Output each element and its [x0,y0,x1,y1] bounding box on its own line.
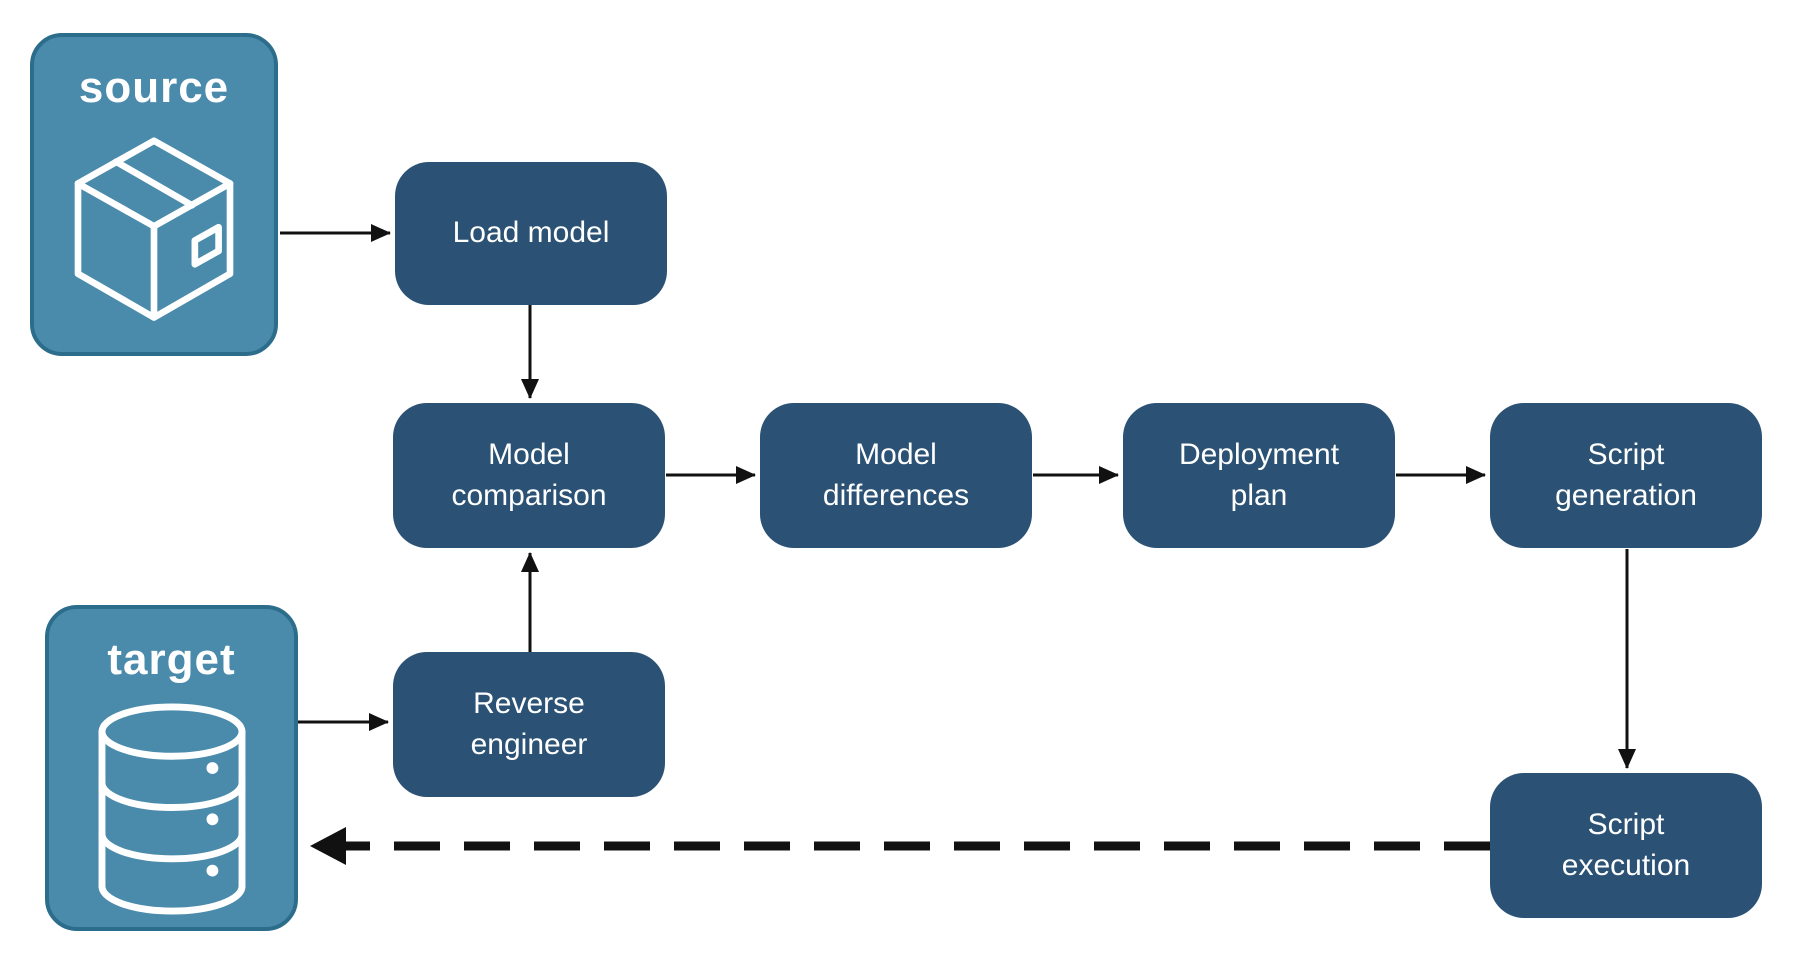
node-load-model: Load model [395,162,667,305]
node-reverse-engineer-label: Reverse engineer [470,687,588,761]
package-icon [74,137,234,321]
node-deployment-plan-label: Deployment plan [1178,438,1340,512]
node-model-comparison-label: Model comparison [451,438,607,512]
node-target: target [45,605,298,931]
node-reverse-engineer: Reverse engineer [393,652,665,797]
node-model-differences-label: Model differences [822,438,970,512]
node-model-differences: Model differences [760,403,1032,548]
node-deployment-plan: Deployment plan [1123,403,1395,548]
node-script-execution-label: Script execution [1561,808,1691,882]
node-source-label: source [78,63,230,112]
node-load-model-label: Load model [452,216,610,250]
node-script-execution: Script execution [1490,773,1762,918]
database-icon [98,703,245,915]
node-script-generation: Script generation [1490,403,1762,548]
node-script-generation-label: Script generation [1555,438,1697,512]
node-source: source [30,33,278,356]
node-model-comparison: Model comparison [393,403,665,548]
node-target-label: target [107,635,236,684]
